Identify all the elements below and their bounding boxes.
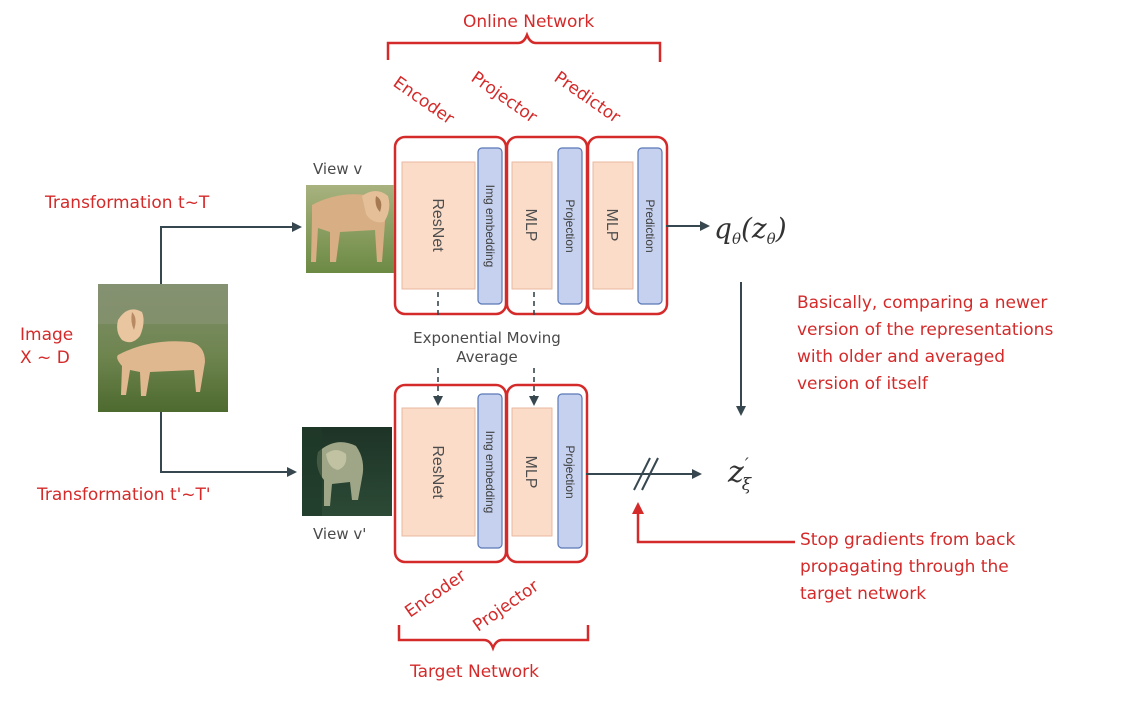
online-network-label: Online Network	[463, 12, 594, 32]
top-branch-arrow	[160, 222, 302, 284]
target-projector-label: Projector	[469, 576, 542, 636]
transformation-top-label: Transformation t~T	[44, 193, 210, 213]
stopgrad-note-line2: propagating through the	[800, 557, 1009, 577]
stop-gradient-mark-1	[633, 457, 651, 491]
online-network-bracket	[386, 31, 662, 62]
target-proj-mlp-block	[511, 407, 553, 537]
online-img-embedding-text: Img embedding	[483, 185, 497, 268]
target-projection-text: Projection	[563, 445, 577, 498]
target-network-label: Target Network	[409, 662, 539, 682]
online-resnet-text: ResNet	[429, 198, 446, 252]
stop-gradient-mark-2	[641, 457, 659, 491]
stop-gradient-pointer	[632, 502, 795, 544]
compare-note-line3: with older and averaged	[797, 347, 1005, 367]
compare-note-line1: Basically, comparing a newer	[797, 293, 1047, 313]
view-v-label: View v	[313, 160, 362, 178]
image-label-line1: Image	[20, 325, 73, 345]
online-output-formula: qθ(zθ)	[714, 212, 787, 248]
target-img-embedding-block	[477, 393, 503, 549]
online-prediction-text: Prediction	[643, 199, 657, 252]
online-img-embedding-block	[477, 147, 503, 305]
online-projector-label: Projector	[467, 68, 540, 128]
target-network-bracket	[397, 625, 590, 652]
compare-note-line4: version of itself	[797, 374, 929, 394]
online-predictor-label: Predictor	[550, 68, 624, 128]
online-projection-block	[557, 147, 583, 305]
view-v-image	[306, 185, 394, 273]
bottom-branch-arrow	[160, 412, 297, 477]
stopgrad-note-line1: Stop gradients from back	[800, 530, 1015, 550]
online-resnet-block	[401, 161, 476, 290]
online-pred-mlp-block	[592, 161, 634, 290]
ema-label-line2: Average	[456, 348, 518, 366]
ema-label-line1: Exponential Moving	[413, 329, 561, 347]
transformation-bottom-label: Transformation t'~T'	[36, 485, 211, 505]
compare-note-line2: version of the representations	[797, 320, 1053, 340]
image-label-line2: X ~ D	[20, 348, 70, 368]
target-proj-mlp-text: MLP	[522, 456, 539, 489]
target-resnet-block	[401, 407, 476, 537]
stopgrad-note-line3: target network	[800, 584, 926, 604]
target-output-formula: z′ξ	[727, 455, 753, 495]
view-v-prime-label: View v'	[313, 525, 366, 543]
online-proj-mlp-block	[511, 161, 553, 290]
target-projection-block	[557, 393, 583, 549]
target-resnet-text: ResNet	[429, 445, 446, 499]
target-encoder-label: Encoder	[401, 566, 469, 622]
online-proj-mlp-text: MLP	[522, 209, 539, 242]
target-img-embedding-text: Img embedding	[483, 431, 497, 514]
view-v-prime-image	[302, 427, 392, 516]
online-projection-text: Projection	[563, 199, 577, 252]
online-pred-mlp-text: MLP	[603, 209, 620, 242]
source-image	[98, 284, 228, 412]
online-encoder-label: Encoder	[389, 73, 457, 129]
online-prediction-block	[637, 147, 663, 305]
